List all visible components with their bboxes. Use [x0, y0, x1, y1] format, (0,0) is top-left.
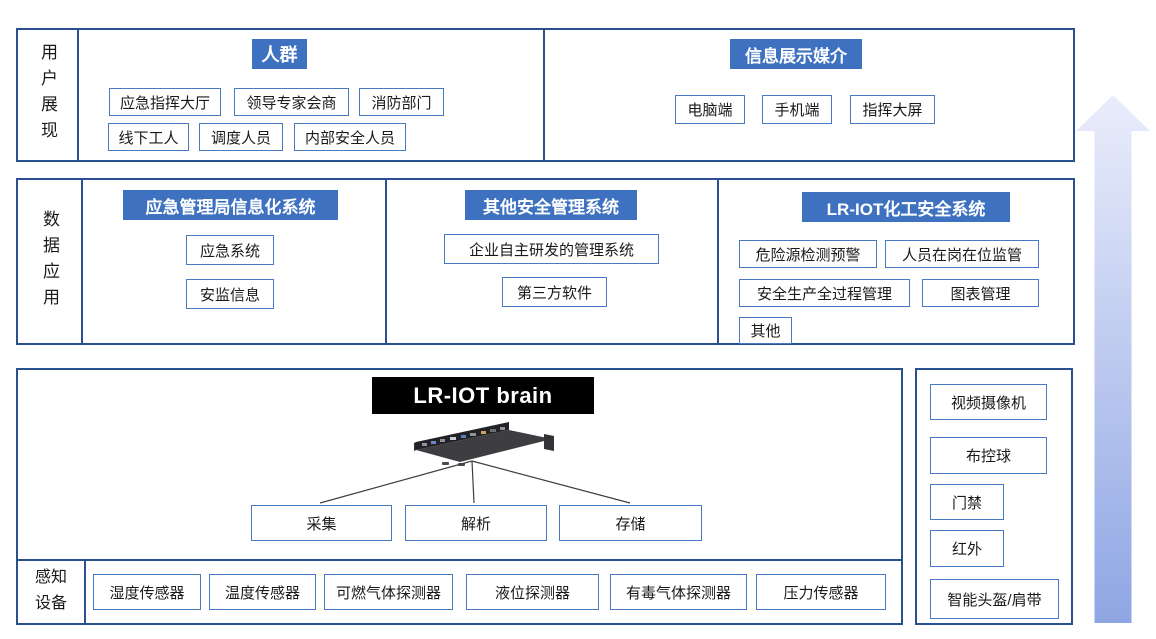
header-display-media: 信息展示媒介 [730, 39, 862, 69]
divider [81, 180, 83, 343]
box-temperature-sensor: 温度传感器 [209, 574, 316, 610]
box-emergency-command-hall: 应急指挥大厅 [109, 88, 221, 116]
box-store: 存储 [559, 505, 702, 541]
box-personnel-on-duty-monitor: 人员在岗在位监管 [885, 240, 1039, 268]
box-dispatch-staff: 调度人员 [199, 123, 283, 151]
row-label-user-display: 用户展现 [18, 30, 77, 160]
box-humidity-sensor: 湿度传感器 [93, 574, 201, 610]
divider [717, 180, 719, 343]
box-chart-management: 图表管理 [922, 279, 1039, 307]
divider [385, 180, 387, 343]
box-hazard-detection-warning: 危险源检测预警 [739, 240, 877, 268]
header-emergency-bureau-system: 应急管理局信息化系统 [123, 190, 338, 220]
divider [77, 30, 79, 160]
box-access-control: 门禁 [930, 484, 1004, 520]
row-label-text: 数据应用 [40, 209, 59, 314]
box-video-camera: 视频摄像机 [930, 384, 1047, 420]
row-label-data-application: 数据应用 [18, 180, 81, 343]
box-leader-expert-consult: 领导专家会商 [234, 88, 349, 116]
box-internal-safety-staff: 内部安全人员 [294, 123, 406, 151]
box-mobile-client: 手机端 [762, 95, 832, 124]
box-parse: 解析 [405, 505, 547, 541]
section-user-display: 用户展现 人群 应急指挥大厅 领导专家会商 消防部门 线下工人 调度人员 内部安… [16, 28, 1075, 162]
box-fire-department: 消防部门 [359, 88, 444, 116]
box-collect: 采集 [251, 505, 392, 541]
row-label-text: 用户展现 [38, 43, 57, 147]
header-other-safety-systems: 其他安全管理系统 [465, 190, 637, 220]
box-safety-supervision-info: 安监信息 [186, 279, 274, 309]
box-deployment-ball: 布控球 [930, 437, 1047, 474]
box-safe-production-process: 安全生产全过程管理 [739, 279, 910, 307]
box-command-screen: 指挥大屏 [850, 95, 935, 124]
box-toxic-gas-detector: 有毒气体探测器 [610, 574, 747, 610]
header-crowd: 人群 [252, 39, 307, 69]
lriot-brain-title: LR-IOT brain [372, 377, 594, 414]
row-label-sensing-devices: 感知设备 [18, 559, 84, 623]
box-emergency-system: 应急系统 [186, 235, 274, 265]
box-infrared: 红外 [930, 530, 1004, 567]
row-label-text: 感知设备 [34, 569, 67, 612]
iot-device-image [414, 422, 554, 466]
divider [18, 559, 901, 561]
box-enterprise-self-developed: 企业自主研发的管理系统 [444, 234, 659, 264]
box-others: 其他 [739, 317, 792, 344]
section-devices: 视频摄像机 布控球 门禁 红外 智能头盔/肩带 [915, 368, 1073, 625]
section-data-application: 数据应用 应急管理局信息化系统 应急系统 安监信息 其他安全管理系统 企业自主研… [16, 178, 1075, 345]
section-platform: LR-IOT brain 采集 解析 存储 感知设备 湿度传感器 [16, 368, 903, 625]
box-liquid-level-detector: 液位探测器 [466, 574, 599, 610]
box-offline-workers: 线下工人 [108, 123, 189, 151]
divider [543, 30, 545, 160]
box-pc-client: 电脑端 [675, 95, 745, 124]
box-pressure-sensor: 压力传感器 [756, 574, 886, 610]
box-third-party-software: 第三方软件 [502, 277, 607, 307]
header-lriot-chemical-safety: LR-IOT化工安全系统 [802, 192, 1010, 222]
divider [84, 559, 86, 623]
box-smart-helmet-strap: 智能头盔/肩带 [930, 579, 1059, 619]
upward-flow-arrow [1076, 95, 1150, 623]
box-combustible-gas-detector: 可燃气体探测器 [324, 574, 453, 610]
